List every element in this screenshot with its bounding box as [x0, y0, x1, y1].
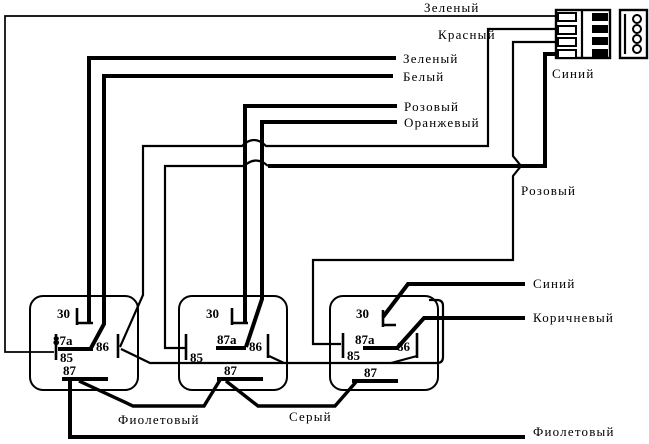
wire-green — [87, 56, 396, 322]
relay-1-pin86-label: 86 — [96, 339, 110, 354]
label-white: Белый — [403, 69, 444, 84]
relay-2: 30 87a 85 86 87 — [178, 295, 288, 391]
relay-3-pin30-contact — [381, 310, 396, 327]
relay-1-pin30-label: 30 — [57, 306, 70, 321]
wire-pin4-to-85 — [163, 159, 269, 350]
wire-pin4-heavy — [268, 52, 559, 168]
relay-3-pin30-label: 30 — [356, 306, 369, 321]
connector-pin-1 — [557, 12, 577, 22]
relay-2-pin30-label: 30 — [206, 306, 219, 321]
connector-terminal-4 — [592, 49, 608, 57]
label-pink-right: Розовый — [521, 183, 576, 198]
relay-2-pin86-label: 86 — [249, 339, 263, 354]
connector-socket-hole-1 — [632, 14, 642, 24]
label-green: Зеленый — [403, 51, 459, 66]
label-red: Красный — [438, 27, 496, 42]
wire-orange — [244, 120, 397, 348]
label-connector-blue: Синий — [552, 66, 595, 81]
wire-gray-87 — [224, 379, 358, 408]
label-blue-right: Синий — [533, 276, 576, 291]
relay-2-pin85-label: 85 — [190, 350, 204, 365]
wire-86-branch-relay3 — [390, 354, 418, 365]
relay-3-pin87a-label: 87a — [355, 332, 375, 347]
relay-1-pin30-contact — [75, 308, 93, 325]
connector-terminal-2 — [592, 25, 608, 33]
connector-pin-3 — [557, 37, 577, 47]
relay-1-pin87a-label: 87a — [53, 333, 73, 348]
relay-1-pin87-label: 87 — [63, 363, 77, 378]
connector-terminal-3 — [592, 37, 608, 45]
label-green-top: Зеленый — [424, 0, 480, 15]
relay-3-pin86-label: 86 — [397, 339, 411, 354]
connector-block — [554, 8, 649, 60]
relay-1-pin85-label: 85 — [60, 350, 74, 365]
connector-pin-2 — [557, 25, 577, 35]
connector-socket-hole-3 — [632, 34, 642, 44]
wire-pink — [243, 104, 397, 322]
connector-socket-hole-4 — [632, 44, 642, 54]
label-violet-bottom-left: Фиолетовый — [118, 412, 200, 427]
wire-86-branch-relay2 — [268, 355, 285, 364]
label-orange: Оранжевый — [404, 115, 480, 130]
relay-2-pin87a-label: 87a — [217, 332, 237, 347]
label-brown: Коричневый — [533, 310, 614, 325]
wire-violet-87 — [78, 379, 222, 408]
label-gray: Серый — [289, 409, 332, 424]
label-violet-bottom-right: Фиолетовый — [533, 424, 615, 439]
wires — [4, 15, 559, 439]
wire-red — [118, 27, 559, 348]
wire-86-common — [120, 298, 445, 365]
wire-white — [89, 74, 393, 349]
wire-pink-right — [311, 40, 559, 346]
connector-pin-4 — [557, 49, 577, 59]
relay-3-pin87-label: 87 — [364, 365, 378, 380]
relay-1-box — [29, 295, 139, 391]
connector-terminal-1 — [592, 13, 608, 21]
wire-violet-bottom — [68, 379, 525, 439]
wire-brown — [396, 316, 525, 349]
relay-2-pin87-label: 87 — [224, 363, 238, 378]
wire-blue — [381, 282, 525, 319]
wire-labels: Зеленый Красный Зеленый Белый Розовый Ор… — [118, 0, 615, 439]
label-pink: Розовый — [404, 99, 459, 114]
relay-2-box — [178, 295, 288, 391]
relay-3: 30 87a 85 86 87 — [329, 295, 439, 391]
relay-3-pin85-label: 85 — [347, 348, 361, 363]
relay-3-box — [329, 295, 439, 391]
relay-2-pin30-contact — [230, 308, 248, 325]
connector-socket-hole-2 — [632, 24, 642, 34]
relay-1: 30 87a 85 86 87 — [29, 295, 139, 391]
